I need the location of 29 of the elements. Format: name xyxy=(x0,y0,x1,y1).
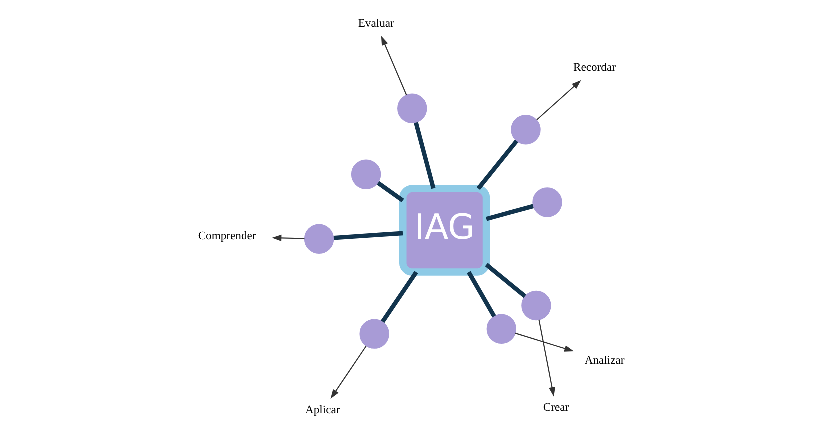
node-text: Crear xyxy=(542,401,569,414)
connector xyxy=(484,263,526,298)
connector xyxy=(333,231,403,240)
node-circle xyxy=(304,224,334,254)
node-circle xyxy=(521,290,551,321)
node-circle xyxy=(359,319,389,349)
arrow xyxy=(538,320,555,397)
node-text: Analizar xyxy=(584,354,624,367)
arrow xyxy=(514,332,574,352)
node-text: Comprender xyxy=(198,230,256,243)
node-circle xyxy=(510,115,540,145)
node-text: Aplicar xyxy=(305,403,340,416)
node-circle xyxy=(397,94,427,124)
node-text: Recordar xyxy=(572,61,616,74)
node-text: Evaluar xyxy=(358,17,394,30)
arrow xyxy=(380,36,407,96)
node-circle xyxy=(486,314,516,344)
connector xyxy=(376,181,404,203)
node-circle xyxy=(350,160,381,190)
node-box: IAG xyxy=(399,185,490,276)
node-circle xyxy=(532,188,562,218)
arrow xyxy=(536,80,581,120)
connector xyxy=(486,204,534,222)
arrow xyxy=(272,234,304,242)
connector xyxy=(414,122,436,190)
arrow xyxy=(330,346,366,400)
connector xyxy=(380,271,418,324)
connector xyxy=(476,140,518,190)
connector xyxy=(466,271,496,318)
